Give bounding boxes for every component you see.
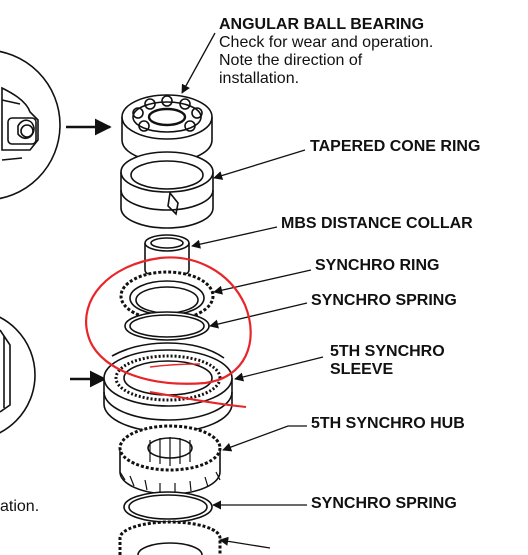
sleeve-detail-inset bbox=[0, 316, 36, 434]
bottom-gear-part bbox=[118, 520, 222, 555]
cone-ring-leader bbox=[213, 149, 306, 180]
bearing-detail-inset bbox=[0, 50, 61, 200]
collar-leader bbox=[191, 226, 278, 249]
mbs-distance-collar-label: MBS DISTANCE COLLAR bbox=[281, 215, 473, 232]
bearing-note-line-1: Check for wear and operation. bbox=[219, 34, 434, 51]
sleeve-leader bbox=[234, 356, 324, 382]
cutoff-note-text: ation. bbox=[0, 498, 40, 515]
bearing-note-line-2: Note the direction of bbox=[219, 52, 363, 69]
bearing-note-line-3: installation. bbox=[219, 70, 300, 87]
synchro-spring-upper-part bbox=[124, 311, 210, 341]
tapered-cone-ring-label: TAPERED CONE RING bbox=[310, 138, 481, 155]
red-annotation-circle bbox=[85, 256, 252, 408]
sleeve-label-line-1: 5TH SYNCHRO bbox=[330, 343, 445, 360]
synchro-ring-leader bbox=[213, 269, 312, 295]
fifth-synchro-sleeve-label: 5TH SYNCHRO SLEEVE bbox=[330, 343, 445, 379]
angular-ball-bearing-part bbox=[121, 94, 213, 163]
synchro-spring-lower-part bbox=[123, 491, 213, 523]
synchro-spring-upper-label: SYNCHRO SPRING bbox=[311, 292, 457, 309]
synchro-spring-lower-label: SYNCHRO SPRING bbox=[311, 495, 457, 512]
fifth-synchro-sleeve-part bbox=[103, 342, 233, 433]
synchro-spring-upper-leader bbox=[209, 302, 308, 329]
fifth-synchro-hub-label: 5TH SYNCHRO HUB bbox=[311, 415, 465, 432]
bearing-label-block: ANGULAR BALL BEARING Check for wear and … bbox=[219, 16, 433, 88]
gear-leader bbox=[219, 536, 271, 549]
sleeve-label-line-2: SLEEVE bbox=[330, 361, 394, 378]
bearing-label-title: ANGULAR BALL BEARING bbox=[219, 16, 425, 33]
tapered-cone-ring-part bbox=[120, 151, 214, 229]
hub-leader bbox=[222, 425, 307, 452]
fifth-synchro-hub-part bbox=[118, 424, 222, 495]
bearing-leader bbox=[181, 32, 216, 94]
synchro-ring-label: SYNCHRO RING bbox=[315, 257, 440, 274]
